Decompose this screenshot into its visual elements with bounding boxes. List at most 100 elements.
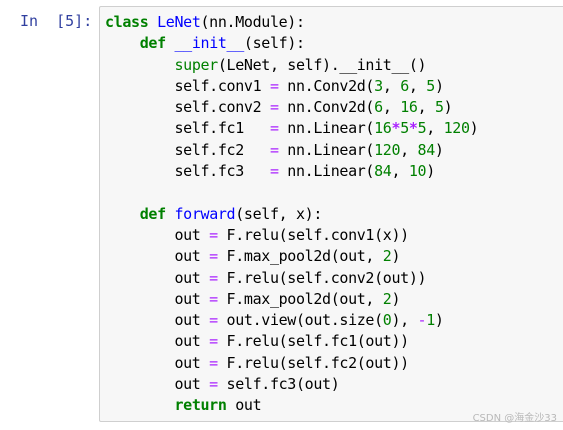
code-token (148, 13, 157, 31)
code-token: self.fc1 (105, 119, 270, 138)
code-token: = (269, 140, 279, 159)
code-line: out = F.relu(self.conv1(x)) (105, 225, 478, 246)
code-line: self.fc1 = nn.Linear(16*5*5, 120) (105, 118, 478, 139)
code-token: out (105, 375, 210, 394)
code-token: ) (434, 311, 444, 330)
code-line: out = F.relu(self.conv2(out)) (105, 268, 478, 289)
code-token: nn.Linear( (278, 140, 375, 159)
code-token: out (105, 268, 210, 287)
code-token: F.relu(self.conv2(out)) (217, 268, 427, 287)
code-token: () (408, 55, 427, 74)
code-token: 5 (400, 119, 409, 138)
code-token: nn.Linear( (278, 162, 375, 181)
code-token: 16 (374, 119, 392, 138)
code-token: 5 (434, 98, 444, 117)
code-token: 16 (400, 98, 418, 117)
code-token: out (105, 225, 210, 244)
code-token: = (209, 311, 218, 330)
code-token: = (209, 289, 218, 308)
code-token: 5 (426, 76, 435, 95)
code-token: (self, x): (235, 204, 323, 223)
input-prompt: In [5]: (20, 12, 93, 30)
code-token: , (382, 98, 401, 117)
code-token: = (269, 162, 279, 181)
code-token: ) (443, 98, 453, 117)
code-token: __init__ (339, 55, 409, 74)
code-token: * (408, 119, 418, 138)
code-token: self.fc3(out) (217, 375, 340, 394)
code-token: , (426, 119, 444, 138)
code-token: , (382, 76, 401, 95)
code-token: super (174, 55, 218, 74)
code-token: nn.Linear( (278, 119, 375, 138)
code-token: , (391, 162, 409, 181)
code-token (105, 34, 140, 52)
code-token: ) (426, 162, 435, 181)
code-token: 0 (382, 311, 392, 330)
code-token: 5 (417, 119, 427, 138)
code-token: out (105, 289, 210, 308)
code-token: = (209, 353, 218, 372)
code-line: self.conv2 = nn.Conv2d(6, 16, 5) (105, 97, 478, 118)
code-line: super(LeNet, self).__init__() (105, 55, 478, 76)
code-token: F.max_pool2d(out, (217, 289, 383, 308)
code-line: out = out.view(out.size(0), -1) (105, 310, 478, 331)
code-token: = (209, 375, 218, 394)
code-token: self.conv1 (105, 76, 270, 95)
code-line: self.fc2 = nn.Linear(120, 84) (105, 140, 478, 161)
code-token: 120 (443, 119, 470, 138)
code-line: return out (105, 395, 478, 416)
code-token: F.relu(self.conv1(x)) (217, 225, 410, 244)
code-token: = (209, 247, 218, 266)
code-token: self.conv2 (105, 98, 270, 117)
code-line: self.fc3 = nn.Linear(84, 10) (105, 161, 478, 182)
code-token: ) (434, 76, 444, 95)
code-token: 3 (374, 76, 383, 95)
code-token: F.max_pool2d(out, (217, 247, 383, 266)
code-token: = (269, 119, 279, 138)
code-line: out = self.fc3(out) (105, 374, 478, 395)
code-token: - (417, 311, 427, 330)
code-line: out = F.relu(self.fc2(out)) (105, 353, 478, 374)
code-token: 2 (382, 289, 392, 308)
code-editor[interactable]: class LeNet(nn.Module): def __init__(sel… (105, 12, 479, 417)
code-token: __init__ (174, 34, 244, 53)
code-token: = (209, 332, 218, 351)
code-line: def __init__(self): (105, 33, 478, 54)
code-token: 84 (374, 162, 392, 181)
code-token: out (105, 247, 210, 266)
code-token: 84 (417, 140, 436, 159)
code-token: self.fc2 (105, 140, 270, 159)
code-token: 1 (426, 311, 435, 330)
code-token (105, 56, 174, 74)
code-token: ) (391, 289, 401, 308)
code-token: ) (469, 119, 479, 138)
code-token: , (417, 98, 435, 117)
code-token: * (391, 119, 401, 138)
code-token: 6 (374, 98, 383, 117)
code-line: out = F.max_pool2d(out, 2) (105, 246, 478, 267)
code-token: out (226, 396, 262, 415)
code-token: 6 (400, 76, 409, 95)
code-token: (nn.Module): (200, 13, 306, 31)
code-token: out (105, 332, 210, 351)
code-line: class LeNet(nn.Module): (105, 12, 478, 33)
code-input-area[interactable]: class LeNet(nn.Module): def __init__(sel… (99, 6, 563, 422)
code-token: return (174, 396, 227, 415)
code-line: self.conv1 = nn.Conv2d(3, 6, 5) (105, 76, 478, 97)
watermark: CSDN @海金沙33 (472, 413, 557, 424)
code-token: (self): (243, 34, 305, 53)
code-token: nn.Conv2d( (278, 76, 375, 95)
code-token (105, 396, 174, 414)
code-token: 10 (408, 162, 427, 181)
code-token: ) (391, 247, 401, 266)
code-token: forward (174, 204, 236, 223)
code-token: nn.Conv2d( (278, 98, 375, 117)
code-token: out (105, 353, 210, 372)
code-token: 2 (382, 247, 392, 266)
code-token: class (105, 13, 149, 31)
code-token: LeNet (157, 13, 201, 31)
code-token: = (269, 76, 279, 95)
code-token: ) (434, 140, 444, 159)
